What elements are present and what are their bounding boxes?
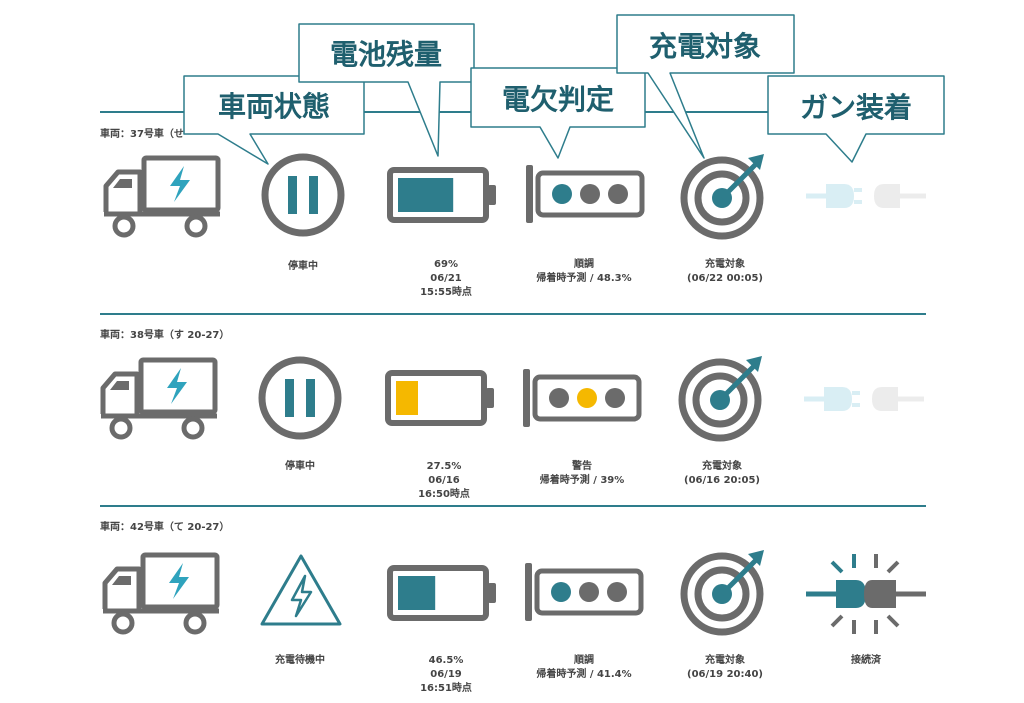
- target-icon: [678, 356, 762, 442]
- battery-text: 69% 06/21 15:55時点: [420, 259, 472, 298]
- vehicle-label: 車両：38号車（す 20-27）: [100, 330, 230, 341]
- svg-text:ガン装着: ガン装着: [800, 91, 912, 124]
- signal-lamp: [551, 582, 571, 602]
- callout-vehicle-status: 車両状態: [183, 75, 365, 165]
- pause-icon: [258, 356, 342, 440]
- plug-disconnected-icon: [806, 184, 926, 208]
- truck-charging-icon: [102, 552, 220, 635]
- svg-text:車両状態: 車両状態: [218, 90, 330, 123]
- battery-fill: [398, 576, 436, 610]
- signal-lamp: [608, 184, 628, 204]
- signal-text: 順調 帰着時予測 / 48.3%: [536, 259, 632, 284]
- signal-light-icon: [523, 369, 642, 427]
- target-icon: [680, 550, 764, 636]
- signal-light-icon: [525, 563, 644, 621]
- vehicle-label: 車両：37号車（せ: [100, 129, 184, 140]
- truck-charging-icon: [103, 155, 221, 238]
- callout-gun-attached: ガン装着: [767, 75, 945, 163]
- status-text: 停車中: [288, 261, 318, 272]
- svg-text:充電対象: 充電対象: [649, 30, 761, 63]
- signal-lamp: [605, 388, 625, 408]
- signal-text: 順調 帰着時予測 / 41.4%: [536, 655, 632, 680]
- charge-target-text: 充電対象 (06/22 00:05): [687, 259, 763, 284]
- truck-charging-icon: [100, 357, 218, 440]
- signal-lamp: [607, 582, 627, 602]
- plug-connected-icon: [806, 554, 926, 634]
- signal-lamp: [552, 184, 572, 204]
- signal-lamp: [579, 582, 599, 602]
- battery-icon: [385, 370, 494, 426]
- row-divider: [100, 505, 926, 507]
- warning-bolt-icon: [260, 554, 342, 626]
- callout-charge-target: 充電対象: [616, 14, 795, 159]
- signal-text: 警告 帰着時予測 / 39%: [539, 461, 625, 486]
- gun-status-text: 接続済: [851, 655, 881, 666]
- callout-battery-level: 電池残量: [298, 23, 475, 157]
- battery-text: 46.5% 06/19 16:51時点: [420, 655, 472, 694]
- status-text: 充電待機中: [275, 655, 325, 666]
- battery-text: 27.5% 06/16 16:50時点: [418, 461, 470, 500]
- vehicle-label: 車両：42号車（て 20-27）: [100, 522, 230, 533]
- battery-icon: [387, 565, 496, 621]
- callout-power-shortage: 電欠判定: [470, 67, 646, 159]
- battery-icon: [387, 167, 496, 223]
- status-text: 停車中: [285, 461, 315, 472]
- signal-lamp: [577, 388, 597, 408]
- row-divider: [100, 313, 926, 315]
- charge-target-text: 充電対象 (06/19 20:40): [687, 655, 763, 680]
- plug-disconnected-icon: [804, 387, 924, 411]
- battery-fill: [398, 178, 454, 212]
- signal-lamp: [549, 388, 569, 408]
- signal-lamp: [580, 184, 600, 204]
- svg-text:電欠判定: 電欠判定: [502, 83, 614, 116]
- svg-text:電池残量: 電池残量: [330, 38, 442, 71]
- battery-fill: [396, 381, 418, 415]
- target-icon: [680, 154, 764, 240]
- signal-light-icon: [526, 165, 645, 223]
- pause-icon: [261, 153, 345, 237]
- charge-target-text: 充電対象 (06/16 20:05): [684, 461, 760, 486]
